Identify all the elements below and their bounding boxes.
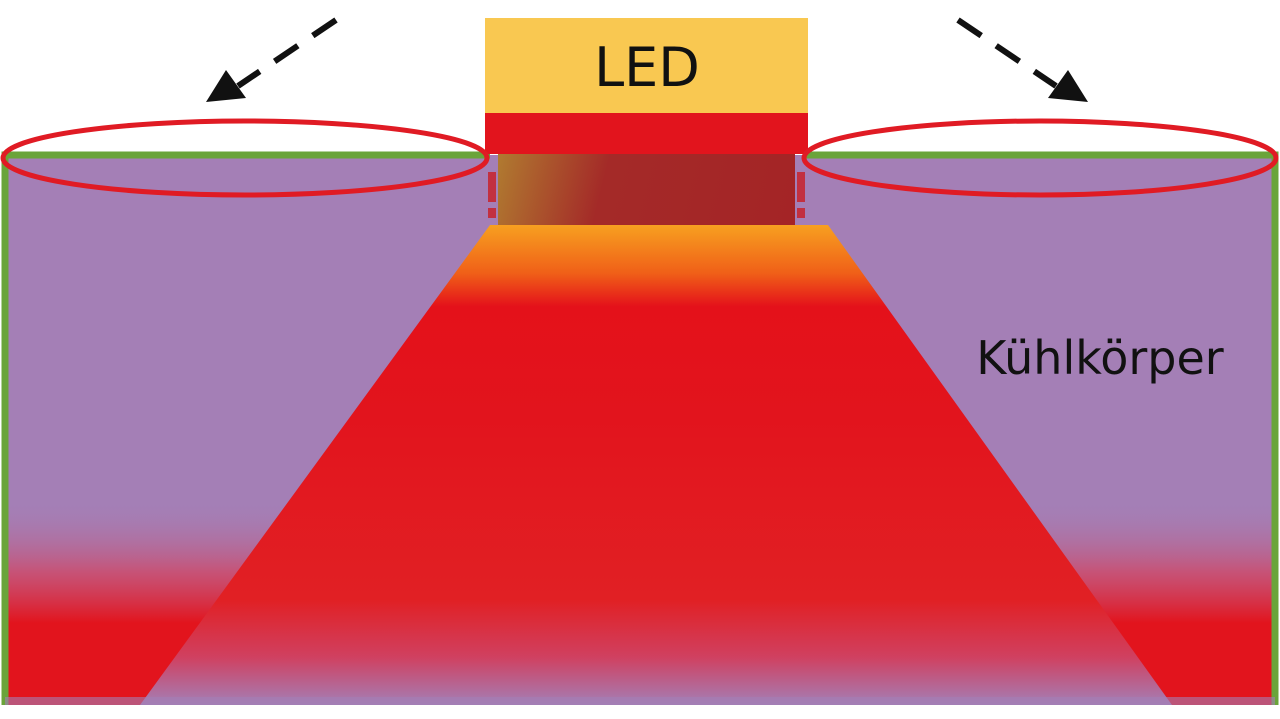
left-highlight-ellipse bbox=[0, 118, 490, 198]
led-body bbox=[485, 18, 808, 113]
chip-side-leads bbox=[488, 172, 805, 218]
led-chip bbox=[498, 150, 795, 225]
led-base bbox=[485, 112, 808, 154]
left-dashed-arrow-icon bbox=[206, 17, 338, 102]
heat-spread-cone bbox=[140, 225, 1172, 705]
heatsink-label: Kühlkörper bbox=[976, 331, 1224, 385]
heatsink-bottom-band bbox=[5, 697, 1275, 705]
right-dashed-arrow-icon bbox=[956, 17, 1088, 102]
right-highlight-ellipse bbox=[801, 118, 1279, 198]
led-label: LED bbox=[594, 36, 700, 99]
